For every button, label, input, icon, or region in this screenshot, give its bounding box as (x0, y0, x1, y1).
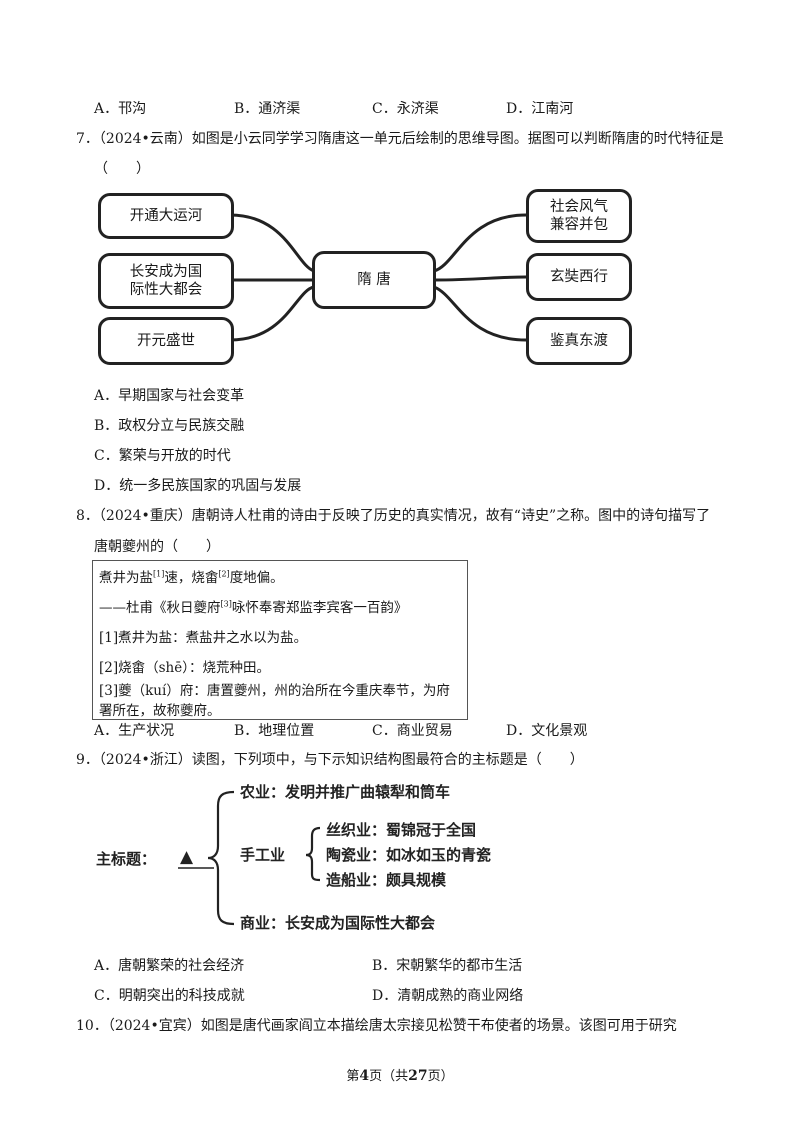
diagram-agriculture: 农业：发明并推广曲辕犁和筒车 (240, 783, 451, 801)
page-total: 27 (408, 1068, 428, 1084)
q7-stem: 7．（2024•云南）如图是小云同学学习隋唐这一单元后绘制的思维导图。据图可以判… (76, 131, 724, 147)
footnote-3-line2: 署所在，故称夔府。 (99, 703, 221, 719)
q7-option-b[interactable]: B．政权分立与民族交融 (94, 418, 245, 434)
q7-option-a[interactable]: A．早期国家与社会变革 (94, 388, 245, 404)
mindmap-center-node: 隋 唐 (312, 251, 436, 309)
q7-option-d[interactable]: D．统一多民族国家的巩固与发展 (94, 478, 302, 494)
poem-part-3: 度地偏。 (229, 570, 284, 586)
q9-option-a[interactable]: A．唐朝繁荣的社会经济 (94, 958, 245, 974)
mindmap-node-right-2: 玄奘西行 (526, 253, 632, 301)
q8-stem-line2: 唐朝夔州的（ ） (94, 539, 220, 555)
mindmap-node-left-2-line1: 长安成为国 (129, 264, 203, 280)
page-number: 4 (359, 1068, 370, 1084)
q9-knowledge-diagram: 主标题： ▲ 农业：发明并推广曲辕犁和筒车 手工业 丝织业：蜀锦冠于全国 陶瓷业… (94, 776, 554, 938)
mindmap-connectors (229, 213, 527, 342)
poem-line: 煮井为盐[1]速，烧畬[2]度地偏。 (99, 566, 284, 586)
mindmap-node-left-1-text: 开通大运河 (129, 208, 203, 224)
q6-option-c[interactable]: C．永济渠 (372, 101, 439, 117)
mindmap-node-left-2: 长安成为国际性大都会 (98, 253, 234, 309)
footer-suffix: 页） (427, 1069, 454, 1084)
source-part-1: ——杜甫《秋日夔府 (99, 600, 221, 616)
mindmap-node-right-1-line1: 社会风气 (550, 199, 608, 215)
q8-option-a[interactable]: A．生产状况 (94, 723, 175, 739)
poem-part-1: 煮井为盐 (99, 570, 153, 586)
q8-option-d[interactable]: D．文化景观 (506, 723, 588, 739)
mindmap-node-right-2-text: 玄奘西行 (550, 269, 608, 285)
q10-stem: 10．（2024•宜宾）如图是唐代画家阎立本描绘唐太宗接见松赞干布使者的场景。该… (76, 1018, 677, 1034)
footer-prefix: 第 (346, 1069, 360, 1084)
q8-option-b[interactable]: B．地理位置 (234, 723, 315, 739)
diagram-shipbuilding: 造船业：颇具规模 (326, 871, 447, 889)
poem-source: ——杜甫《秋日夔府[3]咏怀奉寄郑监李宾客一百韵》 (99, 596, 407, 616)
footnote-2: [2]烧畬（shē）：烧荒种田。 (99, 660, 270, 676)
mindmap-node-right-1-line2: 兼容并包 (550, 217, 608, 233)
q7-answer-paren: （ ） (94, 161, 150, 177)
mindmap-node-right-3-text: 鉴真东渡 (550, 333, 608, 349)
mindmap-node-left-3-text: 开元盛世 (137, 333, 195, 349)
mindmap-node-right-1: 社会风气兼容并包 (526, 189, 632, 243)
mindmap-node-left-3: 开元盛世 (98, 317, 234, 365)
diagram-brackets (178, 790, 321, 926)
diagram-silk: 丝织业：蜀锦冠于全国 (326, 821, 477, 839)
q8-poem-box: 煮井为盐[1]速，烧畬[2]度地偏。 ——杜甫《秋日夔府[3]咏怀奉寄郑监李宾客… (92, 560, 468, 720)
footer-middle: 页（共 (369, 1069, 409, 1084)
q6-option-a[interactable]: A．邗沟 (94, 101, 147, 117)
q9-option-d[interactable]: D．清朝成熟的商业网络 (372, 988, 524, 1004)
q9-option-b[interactable]: B．宋朝繁华的都市生活 (372, 958, 523, 974)
q9-stem: 9．（2024•浙江）读图，下列项中，与下示知识结构图最符合的主标题是（ ） (76, 752, 584, 768)
q6-option-d[interactable]: D．江南河 (506, 101, 574, 117)
triangle-placeholder: ▲ (180, 847, 194, 867)
footnote-ref-1: [1] (153, 569, 165, 579)
diagram-ceramic: 陶瓷业：如冰如玉的青瓷 (326, 846, 492, 864)
footnote-3-line1: [3]夔（kuí）府：唐置夔州，州的治所在今重庆奉节，为府 (99, 683, 450, 699)
footnote-1: [1]煮井为盐：煮盐井之水以为盐。 (99, 630, 308, 646)
q6-option-b[interactable]: B．通济渠 (234, 101, 301, 117)
q9-option-c[interactable]: C．明朝突出的科技成就 (94, 988, 245, 1004)
mindmap-center-text: 隋 唐 (357, 272, 391, 288)
source-part-2: 咏怀奉寄郑监李宾客一百韵》 (231, 600, 408, 616)
q8-stem: 8．（2024•重庆）唐朝诗人杜甫的诗由于反映了历史的真实情况，故有“诗史”之称… (76, 508, 711, 524)
footnote-ref-2: [2] (218, 569, 230, 579)
footnote-ref-3: [3] (220, 599, 232, 609)
page-footer: 第4页（共27页） (0, 1065, 800, 1084)
q7-option-c[interactable]: C．繁荣与开放的时代 (94, 448, 231, 464)
diagram-handicraft: 手工业 (240, 846, 286, 864)
diagram-commerce: 商业：长安成为国际性大都会 (240, 914, 436, 932)
mindmap-node-left-1: 开通大运河 (98, 193, 234, 239)
q8-option-c[interactable]: C．商业贸易 (372, 723, 453, 739)
mindmap-node-left-2-line2: 际性大都会 (129, 282, 203, 298)
q7-mindmap: 开通大运河 长安成为国际性大都会 开元盛世 隋 唐 社会风气兼容并包 玄奘西行 … (96, 185, 636, 375)
poem-part-2: 速，烧畬 (164, 570, 219, 586)
diagram-main-title: 主标题： (96, 850, 157, 868)
mindmap-node-right-3: 鉴真东渡 (526, 317, 632, 365)
